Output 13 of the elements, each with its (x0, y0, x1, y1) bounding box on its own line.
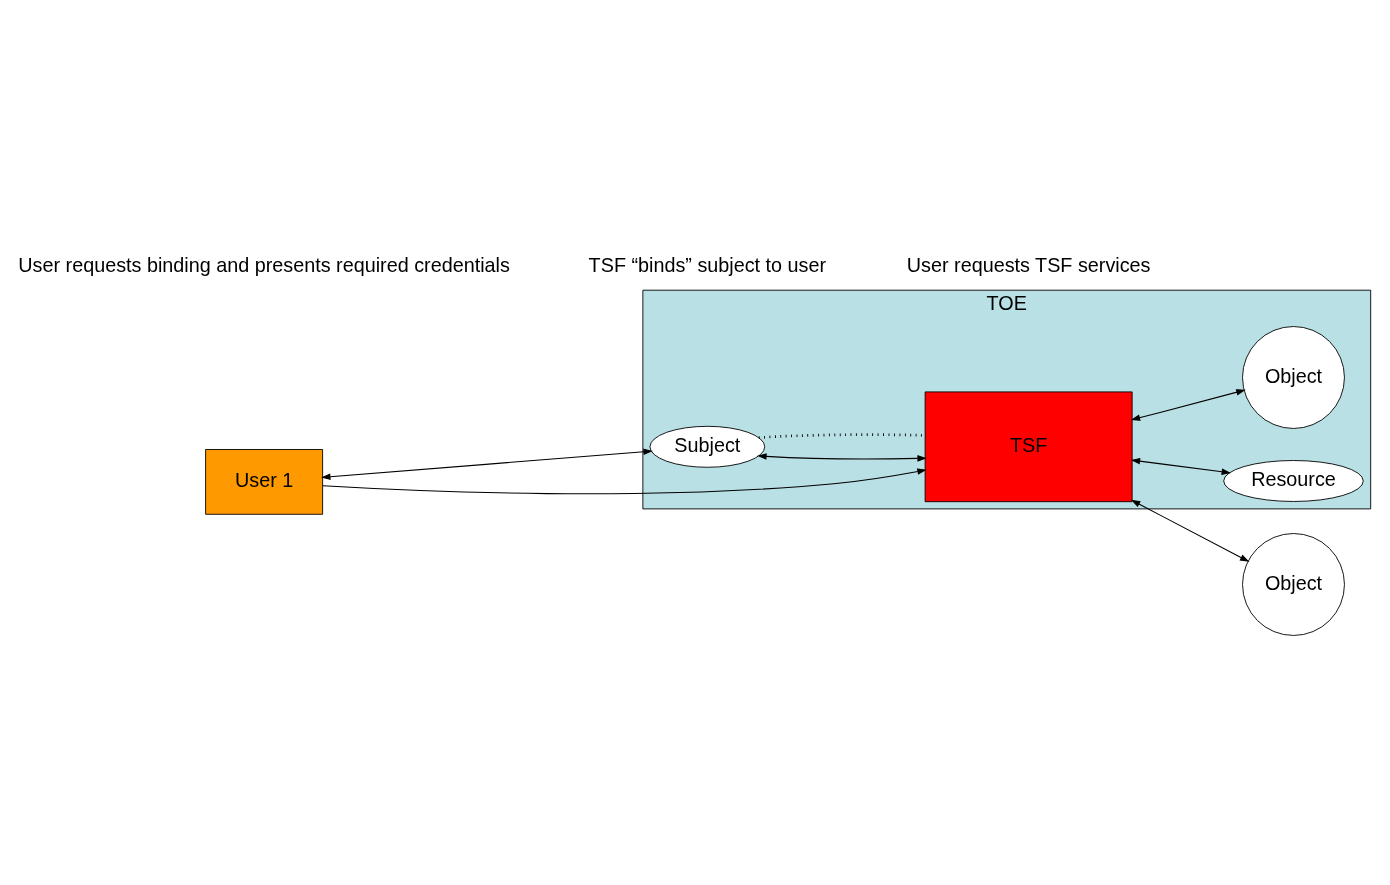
arrow (757, 452, 927, 462)
arrow (322, 467, 927, 494)
node-box: User 1 (205, 448, 324, 515)
label: User requests binding and presents required credentials (18, 253, 510, 276)
node-circle: Object (1242, 325, 1345, 429)
node-box: TSF (924, 390, 1133, 502)
arrow (321, 448, 653, 480)
arrow (1130, 457, 1231, 475)
node-circle: Object (1242, 532, 1345, 636)
label: TSF “binds” subject to user (588, 253, 827, 276)
label: User requests TSF services (906, 253, 1151, 276)
arrow (1130, 388, 1246, 421)
arrow (1130, 499, 1250, 562)
